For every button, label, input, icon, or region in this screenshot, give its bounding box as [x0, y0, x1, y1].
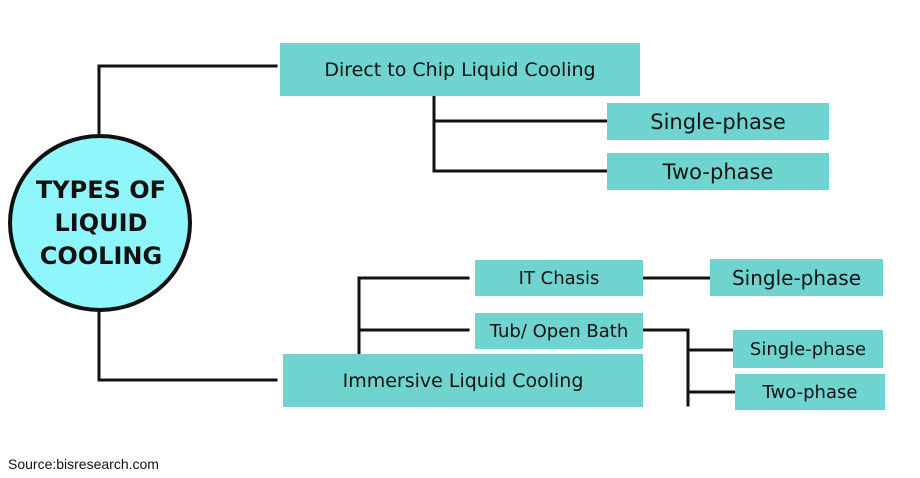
- root-line-1: TYPES OF: [35, 175, 167, 204]
- root-line-2: LIQUID: [54, 208, 148, 237]
- connector-immersive-trunk: [357, 276, 470, 356]
- connector-root-immersive: [97, 310, 278, 382]
- root-circle: TYPES OF LIQUID COOLING: [8, 134, 192, 312]
- connector-tub-children: [641, 328, 690, 407]
- node-direct-two-phase: Two-phase: [607, 153, 829, 190]
- node-tub-single-phase: Single-phase: [733, 330, 883, 368]
- root-line-3: COOLING: [39, 241, 163, 270]
- source-caption: Source:bisresearch.com: [8, 456, 159, 472]
- connector-root-direct: [97, 64, 278, 138]
- node-immersive: Immersive Liquid Cooling: [283, 354, 643, 407]
- connector-direct-children: [432, 94, 609, 173]
- node-direct-to-chip: Direct to Chip Liquid Cooling: [280, 43, 640, 96]
- node-tub-two-phase: Two-phase: [735, 374, 885, 410]
- node-tub-open-bath: Tub/ Open Bath: [475, 313, 643, 349]
- node-itchasis-single-phase: Single-phase: [710, 259, 883, 296]
- node-it-chasis: IT Chasis: [475, 260, 643, 296]
- node-direct-single-phase: Single-phase: [607, 103, 829, 140]
